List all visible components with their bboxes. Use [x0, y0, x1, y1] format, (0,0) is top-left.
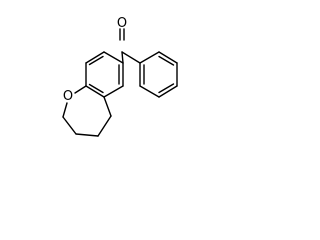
carbonyl-oxygen-label: O — [117, 16, 127, 31]
oxepine-ring — [62, 85, 112, 137]
bond-ph5-ph6 — [139, 85, 160, 98]
bond-c9a-o1 — [74, 85, 87, 94]
benzo-ring — [85, 51, 124, 98]
bond-ph4-ph5-outer — [158, 85, 178, 98]
carbonyl-group — [119, 28, 141, 64]
bond-carbonyl-phenyl — [121, 51, 141, 64]
bond-c7-c8-inner — [88, 55, 104, 66]
bond-c6-carbonyl — [121, 51, 124, 64]
bond-c6-c7 — [103, 51, 124, 64]
bond-c9a-c5a — [103, 85, 124, 98]
bond-c5-c5a — [103, 96, 112, 117]
bond-c9-c9a-outer — [85, 85, 105, 98]
bond-ph2-ph3-outer — [158, 51, 178, 64]
chemical-structure-diagram: O O — [62, 16, 178, 137]
phenyl-ring — [139, 51, 178, 98]
bond-o1-c2 — [62, 102, 68, 118]
bond-ph4-ph5-inner — [158, 83, 175, 94]
bond-c7-c8-outer — [85, 51, 105, 64]
bond-c2-c3 — [62, 116, 77, 135]
ring-oxygen-label: O — [63, 89, 73, 104]
bond-c4-c5 — [97, 115, 112, 137]
bond-ph1-ph2 — [139, 51, 160, 64]
bond-c3-c4 — [75, 133, 99, 137]
bond-c9-c9a-inner — [88, 83, 104, 94]
bond-ph2-ph3-inner — [158, 55, 175, 66]
